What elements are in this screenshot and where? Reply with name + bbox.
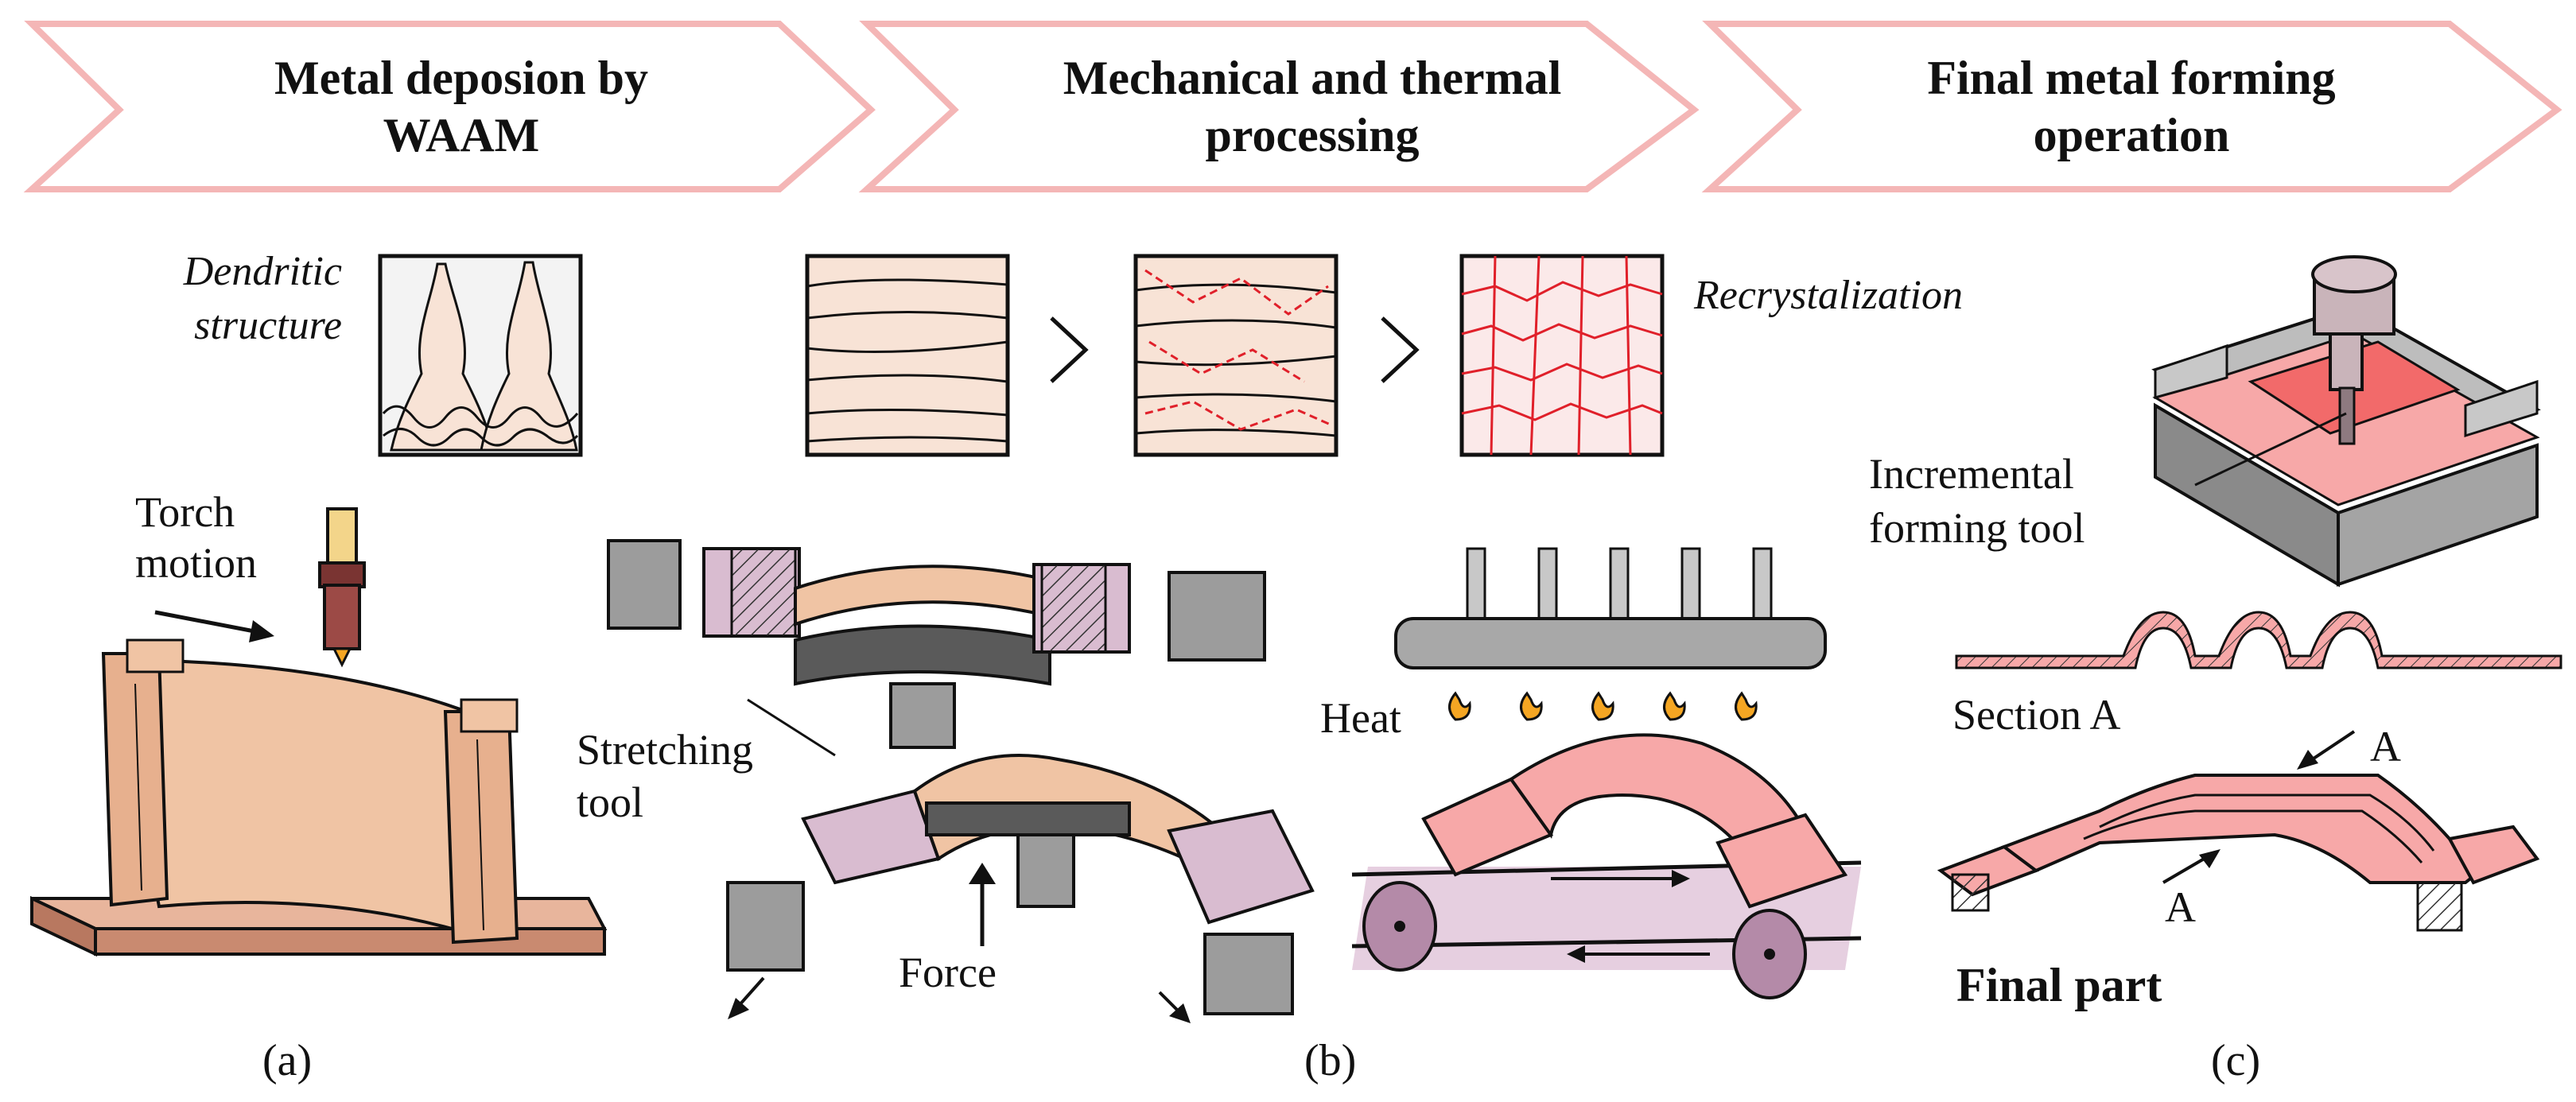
final-part	[1937, 730, 2540, 932]
process-chevron-1	[1050, 316, 1089, 383]
section-mark-top: A	[2370, 723, 2401, 770]
force-label: Force	[899, 949, 997, 996]
panel-label-a: (a)	[262, 1036, 313, 1085]
incremental-tool-label: Incremental forming tool	[1869, 450, 2085, 552]
section-a-profile	[1955, 611, 2562, 669]
section-a-label: Section A	[1952, 691, 2121, 739]
stage-1-title: Metal deposion by WAAM	[274, 52, 649, 161]
conveyor	[1351, 733, 1862, 999]
panel-label-c: (c)	[2211, 1036, 2261, 1085]
grain-micrograph-2	[1133, 254, 1339, 457]
stretch-machine-top	[607, 539, 1266, 757]
chevron-stage-3	[1701, 21, 2562, 192]
torch	[318, 507, 366, 668]
grain-micrograph-1	[805, 254, 1010, 457]
section-mark-bottom: A	[2165, 883, 2196, 931]
stage-3-title: Final metal forming operation	[1927, 52, 2336, 161]
panel-label-b: (b)	[1304, 1036, 1357, 1085]
final-part-label: Final part	[1956, 959, 2162, 1011]
process-chevron-2	[1381, 316, 1420, 383]
incremental-forming-cell	[2151, 255, 2541, 588]
stretch-machine-bottom	[726, 754, 1315, 1023]
torch-label: Torch motion	[135, 488, 258, 587]
recrystalization-label: Recrystalization	[1694, 273, 1963, 318]
chevron-stage-2	[858, 21, 1700, 192]
chevron-stage-1	[23, 21, 876, 192]
dendritic-micrograph	[378, 254, 583, 457]
heat-label: Heat	[1320, 694, 1401, 742]
stretching-tool-label: Stretching tool	[577, 726, 753, 826]
stage-2-title: Mechanical and thermal processing	[1063, 52, 1562, 161]
grain-micrograph-3	[1459, 254, 1665, 457]
dendritic-label: Dendritic structure	[183, 249, 342, 348]
heater	[1394, 547, 1827, 721]
torch-arrow	[154, 610, 274, 642]
waam-wall	[30, 638, 608, 957]
